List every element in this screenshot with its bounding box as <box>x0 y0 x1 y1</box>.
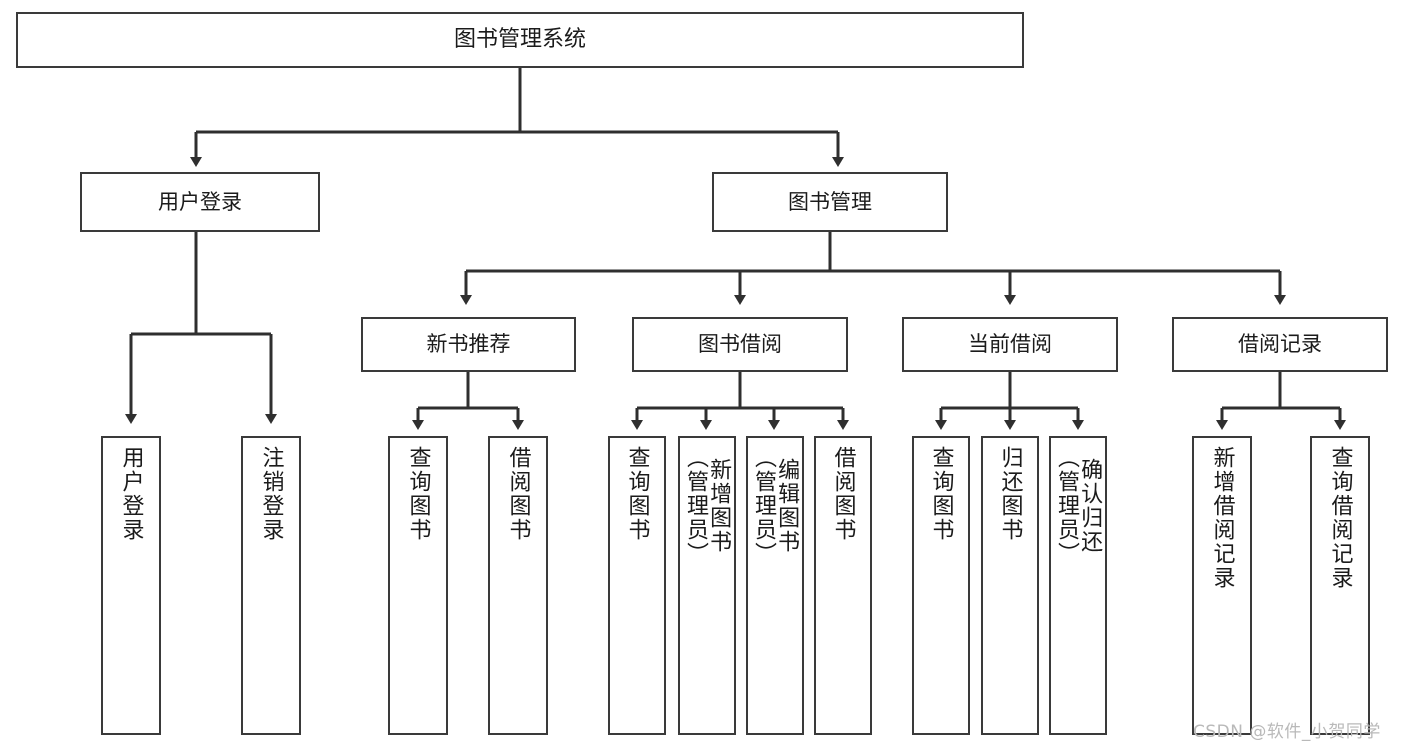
node-label: 图书管理 <box>788 189 872 214</box>
node-label: 查询图书 <box>928 446 954 542</box>
leaf-query-book-recommend[interactable]: 查询图书 <box>388 436 448 735</box>
node-label: 图书借阅 <box>698 332 782 357</box>
leaf-user-logout[interactable]: 注销登录 <box>241 436 301 735</box>
node-new-book-recommend[interactable]: 新书推荐 <box>361 317 576 372</box>
node-label: 借阅图书 <box>505 446 531 542</box>
leaf-add-book-admin[interactable]: 新增图书 （管理员） <box>678 436 736 735</box>
node-label: 编辑图书 （管理员） <box>751 446 800 566</box>
node-label: 新增图书 （管理员） <box>683 446 732 566</box>
leaf-borrow-book-recommend[interactable]: 借阅图书 <box>488 436 548 735</box>
node-root-book-management-system[interactable]: 图书管理系统 <box>16 12 1024 68</box>
node-current-borrow[interactable]: 当前借阅 <box>902 317 1118 372</box>
node-label: 当前借阅 <box>968 332 1052 357</box>
csdn-watermark: CSDN @软件_小贺同学 <box>1193 722 1381 742</box>
node-label: 新增借阅记录 <box>1209 446 1235 590</box>
node-label: 注销登录 <box>258 446 284 542</box>
node-book-management[interactable]: 图书管理 <box>712 172 948 232</box>
leaf-borrow-book-borrow[interactable]: 借阅图书 <box>814 436 872 735</box>
node-label: 借阅图书 <box>830 446 856 542</box>
node-label: 查询借阅记录 <box>1327 446 1353 590</box>
leaf-query-book-current[interactable]: 查询图书 <box>912 436 970 735</box>
leaf-edit-book-admin[interactable]: 编辑图书 （管理员） <box>746 436 804 735</box>
node-label: 查询图书 <box>405 446 431 542</box>
node-label: 借阅记录 <box>1238 332 1322 357</box>
leaf-query-book-borrow[interactable]: 查询图书 <box>608 436 666 735</box>
node-label: 图书管理系统 <box>453 26 586 52</box>
node-label: 查询图书 <box>624 446 650 542</box>
leaf-user-login[interactable]: 用户登录 <box>101 436 161 735</box>
leaf-add-borrow-record[interactable]: 新增借阅记录 <box>1192 436 1252 735</box>
node-user-login[interactable]: 用户登录 <box>80 172 320 232</box>
node-label: 确认归还 （管理员） <box>1054 446 1103 566</box>
node-borrow-record[interactable]: 借阅记录 <box>1172 317 1388 372</box>
node-label: 用户登录 <box>118 446 144 542</box>
leaf-return-book[interactable]: 归还图书 <box>981 436 1039 735</box>
node-label: 新书推荐 <box>426 332 511 357</box>
leaf-confirm-return-admin[interactable]: 确认归还 （管理员） <box>1049 436 1107 735</box>
node-book-borrow[interactable]: 图书借阅 <box>632 317 848 372</box>
node-label: 用户登录 <box>158 189 242 214</box>
leaf-query-borrow-record[interactable]: 查询借阅记录 <box>1310 436 1370 735</box>
node-label: 归还图书 <box>997 446 1023 542</box>
